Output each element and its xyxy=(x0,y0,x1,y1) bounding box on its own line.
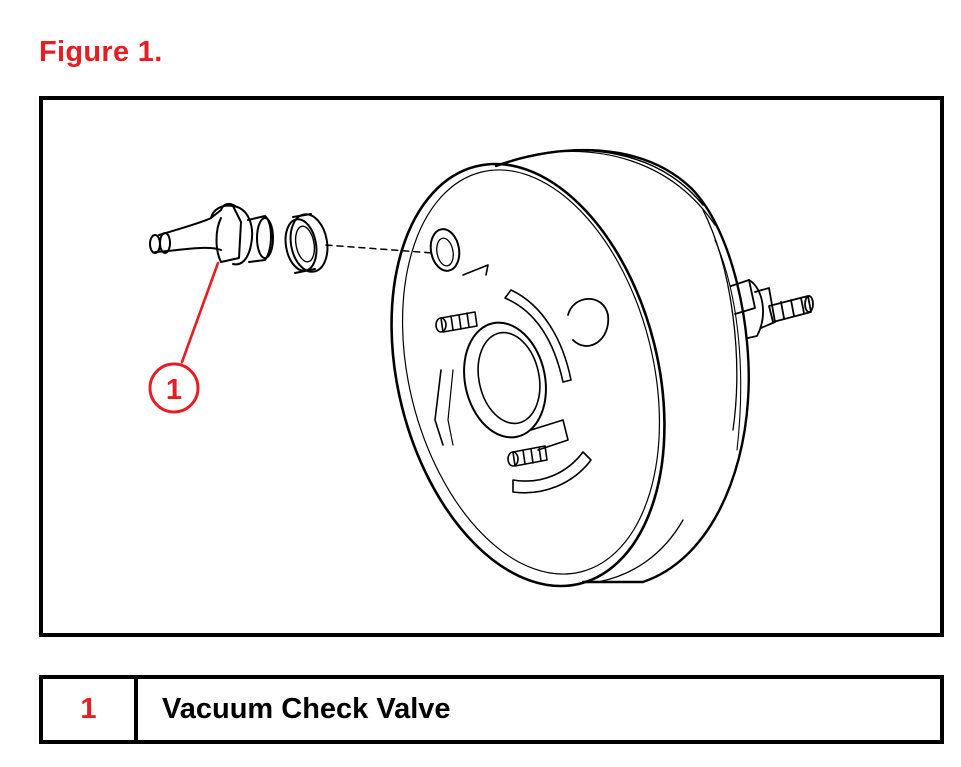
vacuum-check-valve xyxy=(149,202,274,266)
legend-label: Vacuum Check Valve xyxy=(162,693,451,725)
mounting-stud-lower xyxy=(507,445,548,467)
assembly-guide-line xyxy=(325,244,434,254)
mounting-stud-upper xyxy=(435,311,478,333)
grommet xyxy=(284,213,329,274)
brake-booster xyxy=(390,148,814,588)
callout-1: 1 xyxy=(148,261,220,414)
legend-table: 1 Vacuum Check Valve xyxy=(39,675,944,744)
diagram-frame: 1 xyxy=(39,96,944,637)
legend-number: 1 xyxy=(43,679,138,740)
brake-booster-diagram: 1 xyxy=(148,148,814,588)
push-rod xyxy=(730,279,814,339)
callout-1-number: 1 xyxy=(166,374,182,406)
figure-title: Figure 1. xyxy=(39,36,163,68)
